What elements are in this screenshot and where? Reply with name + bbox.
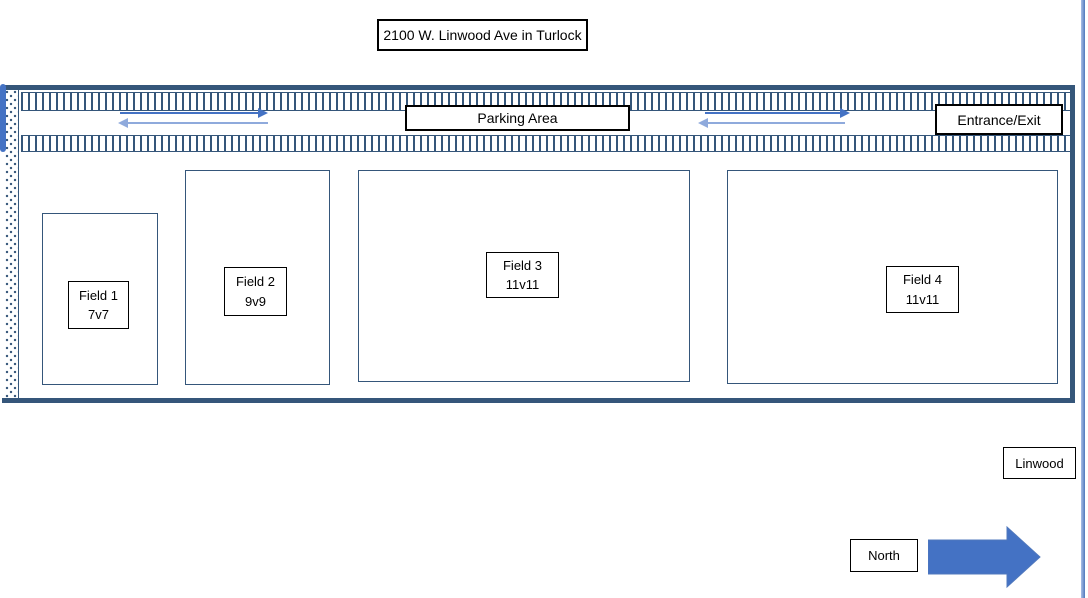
linwood-street-label: Linwood — [1003, 447, 1076, 479]
facility-boundary: Parking Area Entrance/Exit Field 1 7v7 F… — [2, 85, 1075, 403]
field-2-outline: Field 2 9v9 — [185, 170, 330, 385]
linwood-road-line — [1081, 0, 1085, 598]
dotted-fence-strip — [5, 90, 19, 398]
field-4-label: Field 4 11v11 — [886, 266, 959, 313]
linwood-street-text: Linwood — [1015, 455, 1064, 471]
address-title-text: 2100 W. Linwood Ave in Turlock — [383, 27, 582, 43]
field-2-name: Field 2 — [235, 274, 276, 289]
field-4-size: 11v11 — [905, 291, 940, 307]
north-label-text: North — [868, 548, 900, 563]
lane-arrow-left-east-icon — [698, 118, 845, 128]
field-3-name: Field 3 — [502, 257, 543, 273]
field-4-outline: Field 4 11v11 — [727, 170, 1058, 384]
field-1-name: Field 1 — [78, 287, 119, 303]
field-4-name: Field 4 — [902, 272, 943, 287]
parking-area-text: Parking Area — [477, 110, 558, 126]
parking-area-label: Parking Area — [405, 105, 630, 131]
field-1-size: 7v7 — [88, 307, 109, 322]
lane-arrow-right-east-icon — [705, 108, 850, 118]
left-accent-bar — [0, 84, 6, 152]
lane-arrow-right-west-icon — [120, 108, 268, 118]
north-arrow-icon — [928, 525, 1041, 589]
field-3-label: Field 3 11v11 — [486, 252, 559, 298]
entrance-exit-label: Entrance/Exit — [935, 104, 1063, 135]
entrance-exit-text: Entrance/Exit — [957, 111, 1041, 128]
address-title: 2100 W. Linwood Ave in Turlock — [377, 19, 588, 51]
field-3-size: 11v11 — [505, 277, 540, 292]
field-3-outline: Field 3 11v11 — [358, 170, 690, 382]
north-label: North — [850, 539, 918, 572]
lane-arrow-left-west-icon — [118, 118, 268, 128]
field-1-outline: Field 1 7v7 — [42, 213, 158, 385]
parking-stripe-bottom — [21, 135, 1070, 152]
field-2-size: 9v9 — [245, 293, 266, 309]
field-1-label: Field 1 7v7 — [68, 281, 129, 329]
field-2-label: Field 2 9v9 — [224, 267, 287, 316]
